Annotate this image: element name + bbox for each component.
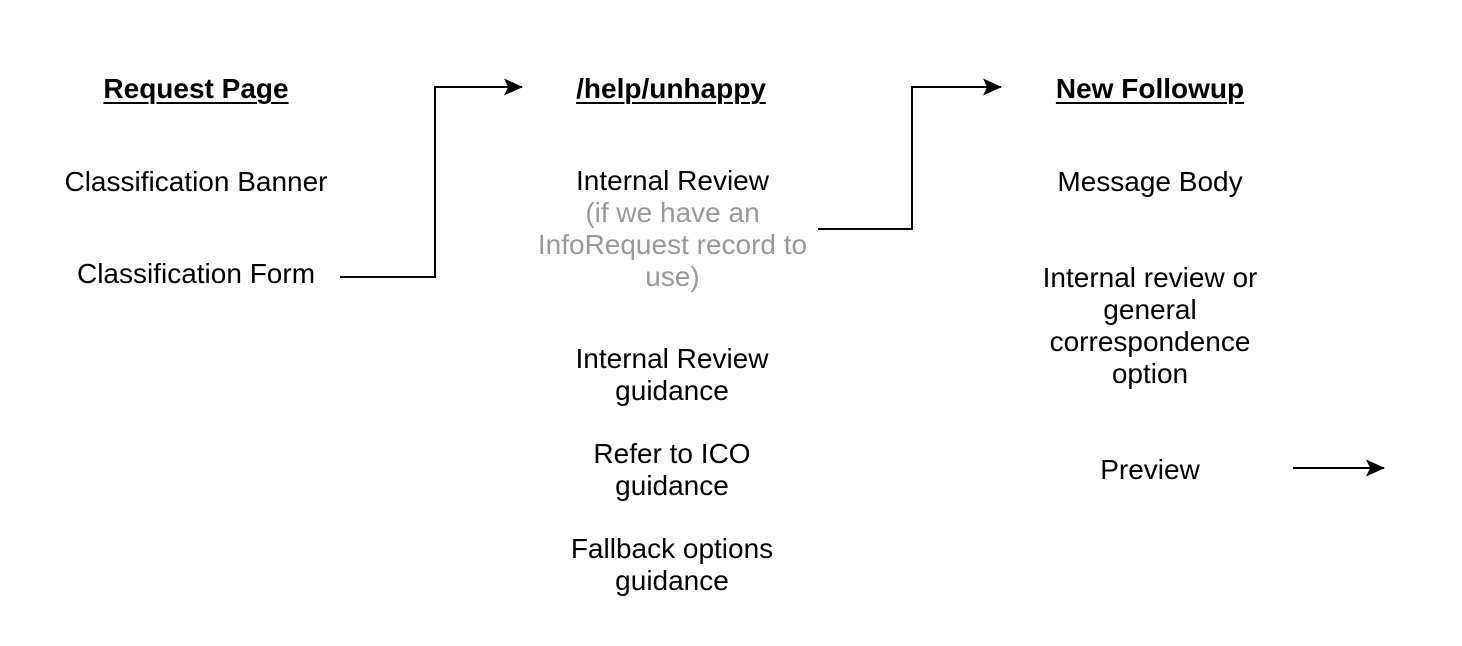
label-classification-banner: Classification Banner: [64, 166, 328, 197]
label-classification-form: Classification Form: [76, 258, 316, 289]
arrow-internal-review-to-new-followup: [818, 78, 1002, 230]
heading-new-followup: New Followup: [1055, 73, 1245, 104]
label-preview: Preview: [1100, 454, 1200, 485]
label-review-or-correspondence-option: Internal review or general correspondenc…: [1042, 262, 1258, 389]
label-message-body: Message Body: [1057, 166, 1243, 197]
label-internal-review: Internal Review: [576, 165, 769, 196]
arrow-classification-form-to-help-unhappy: [340, 78, 523, 278]
group-internal-review: Internal Review (if we have an InfoReque…: [530, 165, 815, 293]
heading-request-page: Request Page: [103, 73, 289, 104]
label-internal-review-note: (if we have an InfoRequest record to use…: [537, 197, 808, 292]
label-refer-to-ico-guidance: Refer to ICO guidance: [593, 438, 751, 501]
heading-help-unhappy: /help/unhappy: [576, 73, 766, 104]
label-internal-review-guidance: Internal Review guidance: [575, 343, 769, 406]
label-fallback-options-guidance: Fallback options guidance: [570, 533, 774, 596]
